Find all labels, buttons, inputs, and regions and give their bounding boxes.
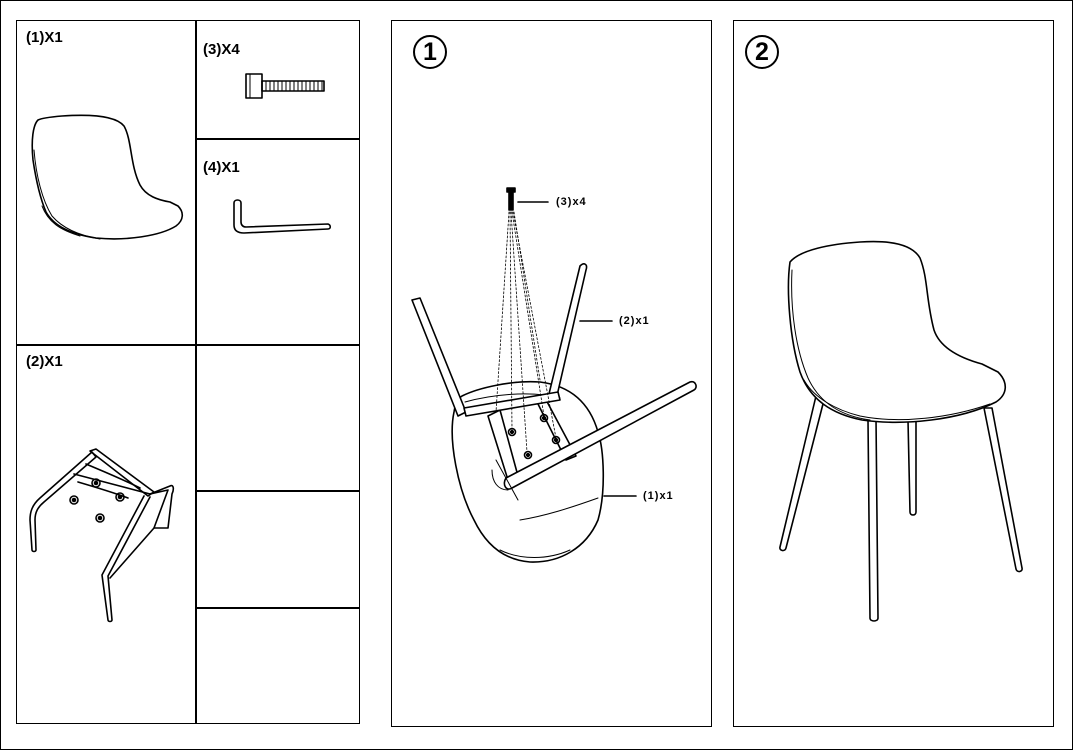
leg-frame-icon xyxy=(29,448,175,623)
step1-frame-callout: (2)x1 xyxy=(619,315,650,327)
parts-divider-bottom xyxy=(195,607,360,609)
frame-part-label: (2)X1 xyxy=(26,353,63,370)
seat-part-label: (1)X1 xyxy=(26,29,63,46)
inverted-chair-assembly-icon xyxy=(411,187,697,563)
seat-shell-icon xyxy=(31,114,184,240)
assembled-chair-icon xyxy=(779,240,1023,622)
parts-divider-vertical xyxy=(195,20,197,724)
bolt-icon xyxy=(245,73,325,99)
wrench-part-label: (4)X1 xyxy=(203,159,240,176)
bolt-part-label: (3)X4 xyxy=(203,41,240,58)
step1-seat-callout: (1)x1 xyxy=(643,490,674,502)
step2-number-badge: 2 xyxy=(745,35,779,69)
parts-divider-top xyxy=(195,138,360,140)
step1-bolts-callout: (3)x4 xyxy=(556,196,587,208)
allen-key-icon xyxy=(233,199,332,234)
parts-divider-middle xyxy=(16,344,360,346)
step1-number-badge: 1 xyxy=(413,35,447,69)
parts-panel xyxy=(16,20,360,724)
parts-divider-lower xyxy=(195,490,360,492)
